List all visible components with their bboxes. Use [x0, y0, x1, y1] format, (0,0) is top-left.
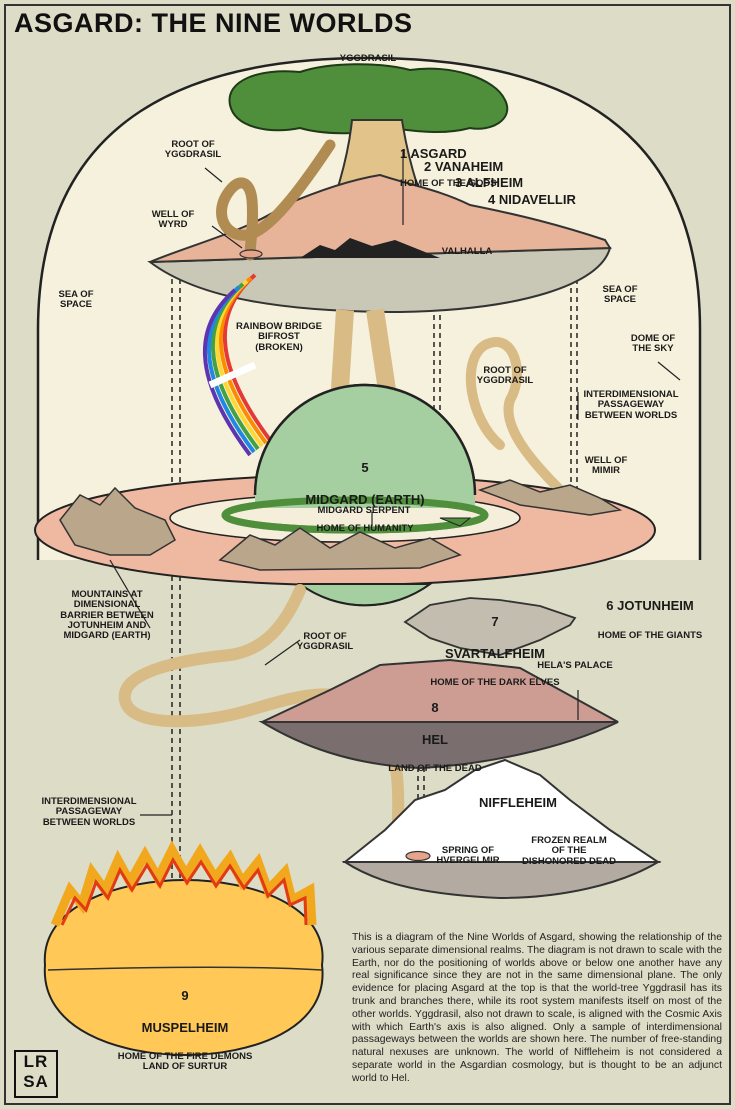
- muspelheim-flames-red: [60, 856, 308, 926]
- hel-desc: LAND OF THE DEAD: [388, 762, 482, 774]
- label-svartalfheim: 7 SVARTALFHEIM HOME OF THE DARK ELVES: [425, 598, 565, 705]
- description-paragraph: This is a diagram of the Nine Worlds of …: [352, 932, 722, 1084]
- spring-of-hvergelmir: [405, 850, 431, 862]
- label-alfheim: 3 ALFHEIM: [455, 175, 524, 190]
- midgard-number: 5: [361, 460, 369, 476]
- asgard-desc: HOME OF THE GODS: [400, 177, 497, 189]
- midgard-sphere-top: [255, 385, 475, 508]
- bifrost-break: [208, 361, 257, 389]
- svartalfheim-island: [403, 597, 577, 656]
- label-well-of-mimir: WELL OF MIMIR: [584, 455, 628, 477]
- label-yggdrasil: YGGDRASIL: [339, 53, 397, 64]
- label-sea-of-space-right: SEA OF SPACE: [602, 284, 638, 306]
- well-of-wyrd: [239, 249, 263, 259]
- pointer-lines: [109, 150, 681, 816]
- svartalfheim-name: SVARTALFHEIM: [445, 645, 545, 661]
- hel-number: 8: [431, 700, 439, 716]
- page-title: ASGARD: THE NINE WORLDS: [14, 8, 413, 38]
- label-passageway-left: INTERDIMENSIONAL PASSAGEWAY BETWEEN WORL…: [41, 796, 137, 828]
- mountain-south: [218, 527, 462, 571]
- jotunheim-name: 6 JOTUNHEIM: [606, 598, 694, 614]
- jotunheim-desc: HOME OF THE GIANTS: [597, 629, 703, 641]
- midgard-sphere-bottom: [296, 583, 434, 607]
- muspelheim-number: 9: [181, 988, 189, 1004]
- asgard-name: 1 ASGARD: [400, 146, 467, 162]
- label-root-upper: ROOT OF YGGDRASIL: [164, 139, 222, 161]
- label-sea-of-space-left: SEA OF SPACE: [58, 289, 94, 311]
- hel-underside: [258, 721, 619, 770]
- label-midgard: 5 MIDGARD (EARTH) HOME OF HUMANITY: [295, 444, 435, 551]
- root-upper-left: [216, 139, 336, 261]
- label-vanaheim: 2 VANAHEIM: [424, 159, 504, 174]
- midgard-desc: HOME OF HUMANITY: [316, 522, 414, 534]
- niffleheim-underside: [341, 861, 662, 900]
- svartalfheim-number: 7: [491, 614, 499, 630]
- muspelheim-desc: HOME OF THE FIRE DEMONS LAND OF SURTUR: [117, 1050, 253, 1073]
- label-root-right: ROOT OF YGGDRASIL: [476, 365, 534, 387]
- label-nidavellir: 4 NIDAVELLIR: [488, 192, 576, 207]
- label-passageway-right: INTERDIMENSIONAL PASSAGEWAY BETWEEN WORL…: [583, 389, 679, 421]
- svartalfheim-desc: HOME OF THE DARK ELVES: [430, 676, 560, 688]
- label-root-lower: ROOT OF YGGDRASIL: [296, 631, 354, 653]
- muspelheim-flames: [50, 840, 317, 927]
- label-niffleheim: NIFFLEHEIM: [479, 795, 557, 810]
- yggdrasil-canopy: [228, 63, 509, 135]
- hel-name: HEL: [422, 731, 448, 747]
- valhalla-silhouette: [300, 238, 440, 258]
- label-muspelheim: 9 MUSPELHEIM HOME OF THE FIRE DEMONS LAN…: [95, 972, 275, 1090]
- midgard-name: MIDGARD (EARTH): [305, 491, 425, 507]
- niffleheim-mountains: [342, 758, 662, 863]
- label-helas-palace: HELA'S PALACE: [537, 660, 613, 671]
- label-dome-of-sky: DOME OF THE SKY: [630, 333, 676, 355]
- label-rainbow-bridge: RAINBOW BRIDGE BIFROST (BROKEN): [235, 321, 323, 353]
- label-jotunheim: 6 JOTUNHEIM HOME OF THE GIANTS: [582, 582, 718, 658]
- muspelheim-name: MUSPELHEIM: [141, 1019, 229, 1035]
- label-frozen-realm: FROZEN REALM OF THE DISHONORED DEAD: [522, 835, 616, 867]
- hel-mountains: [261, 658, 619, 723]
- label-spring-hvergelmir: SPRING OF HVERGELMIR: [436, 845, 500, 867]
- asgard-mountains: [149, 173, 612, 263]
- rainbow-bridge: [202, 273, 272, 457]
- label-asgard: 1 ASGARD HOME OF THE GODS: [400, 130, 500, 206]
- label-valhalla: VALHALLA: [441, 246, 493, 257]
- frame-border: [4, 4, 731, 1105]
- mountain-west: [59, 486, 176, 556]
- muspelheim-horizon: [47, 966, 323, 971]
- asgard-underside: [147, 246, 612, 314]
- mountain-east: [477, 479, 623, 516]
- root-right: [465, 337, 575, 505]
- label-well-of-wyrd: WELL OF WYRD: [151, 209, 195, 231]
- label-midgard-serpent: MIDGARD SERPENT: [317, 505, 411, 516]
- label-hel: 8 HEL LAND OF THE DEAD: [375, 684, 495, 791]
- label-mountains: MOUNTAINS AT DIMENSIONAL BARRIER BETWEEN…: [60, 589, 154, 641]
- lrsa-logo: LR SA: [14, 1050, 58, 1098]
